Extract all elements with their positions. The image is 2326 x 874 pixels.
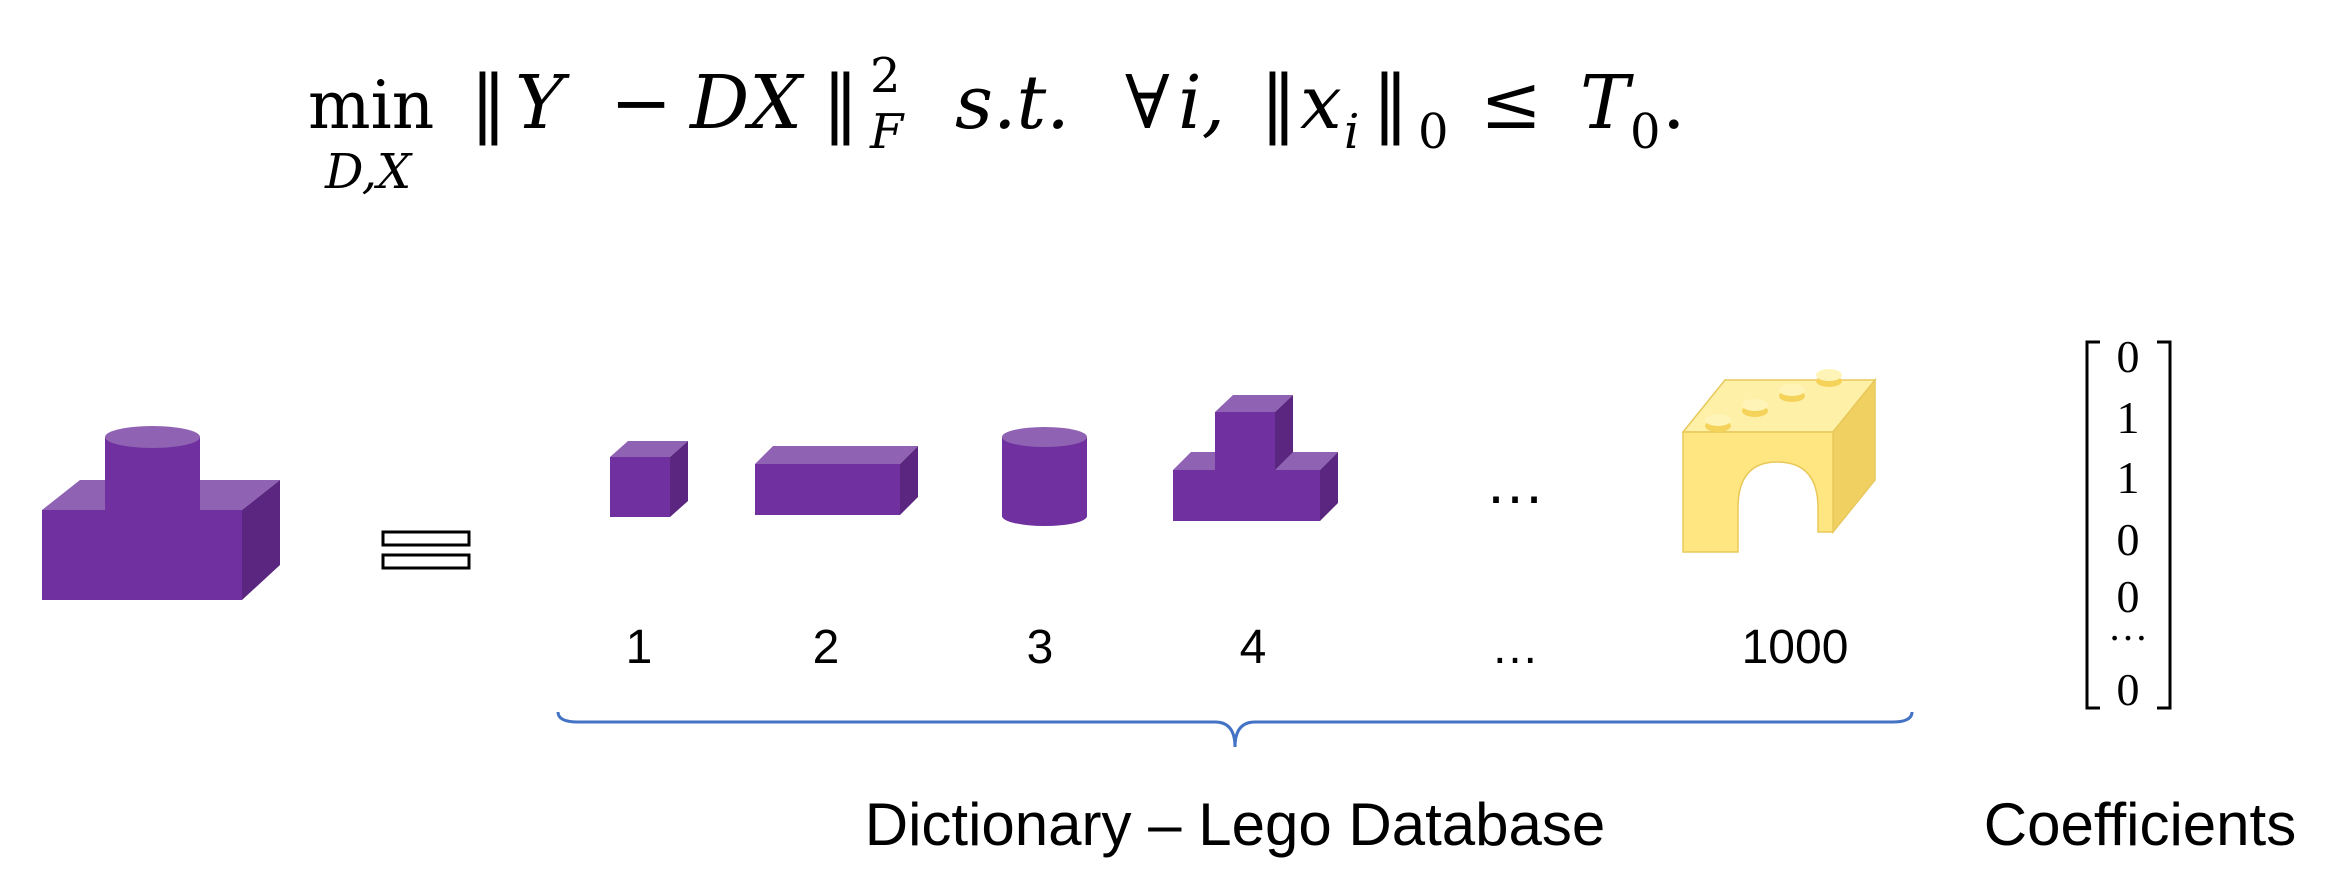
- coefficient-vector: 0 1 1 0 0 … 0: [2085, 331, 2172, 715]
- min-operator: min: [308, 67, 434, 144]
- atom-1-cube: [610, 441, 688, 517]
- min-subscript: D,X: [324, 144, 413, 200]
- atom-3-cylinder: [1002, 427, 1087, 526]
- such-that: s.t.: [955, 60, 1070, 146]
- forall-symbol: ∀: [1125, 60, 1170, 146]
- var-x: x: [1300, 60, 1342, 146]
- dictionary-index-labels: 1 2 3 4 … 1000: [626, 621, 1849, 674]
- var-Y: Y: [515, 60, 570, 146]
- objective-equation: min D,X ‖ Y − DX ‖ 2 F s.t. ∀ i, ‖ x i ‖…: [308, 48, 1686, 200]
- norm2-open: ‖: [1260, 60, 1297, 146]
- atom-index: 1000: [1742, 621, 1849, 674]
- coefficient-value: 0: [2117, 571, 2140, 622]
- var-DX: DX: [688, 60, 805, 146]
- norm2-close: ‖: [1372, 60, 1409, 146]
- target-lego-block: [42, 426, 280, 600]
- coefficient-value: 1: [2117, 392, 2140, 443]
- equals-sign: =: [381, 530, 471, 570]
- atom-index: 2: [813, 621, 840, 674]
- frobenius-subscript: F: [869, 104, 905, 160]
- var-T: T: [1580, 60, 1634, 146]
- right-matrix-bracket: [2157, 340, 2172, 710]
- index-i: i,: [1178, 60, 1225, 146]
- leq-symbol: ≤: [1480, 60, 1542, 146]
- atom-index: …: [1491, 621, 1539, 674]
- atom-2-bar: [755, 446, 918, 515]
- coefficient-value: …: [2108, 604, 2148, 649]
- T-subscript: 0: [1630, 104, 1661, 160]
- frobenius-exponent: 2: [870, 48, 901, 104]
- atom-1000-yellow-arch-brick: [1681, 369, 1877, 553]
- atom-index: 1: [626, 621, 653, 674]
- coefficients-label: Coefficients: [1984, 791, 2296, 858]
- coefficient-value: 0: [2117, 514, 2140, 565]
- atom-ellipsis: …: [1485, 449, 1545, 516]
- norm-close: ‖: [822, 60, 859, 146]
- x-subscript: i: [1344, 104, 1359, 160]
- minus-sign: −: [610, 60, 672, 146]
- coefficient-value: 0: [2117, 331, 2140, 382]
- equation-period: .: [1662, 60, 1686, 146]
- coefficient-value: 0: [2117, 664, 2140, 715]
- coefficient-value: 1: [2117, 452, 2140, 503]
- dictionary-brace: [556, 711, 1914, 748]
- atom-index: 3: [1027, 621, 1054, 674]
- atom-index: 4: [1240, 621, 1267, 674]
- left-matrix-bracket: [2085, 340, 2100, 710]
- atom-4-tee-block: [1173, 395, 1338, 521]
- l0-subscript: 0: [1418, 104, 1449, 160]
- norm-open: ‖: [470, 60, 507, 146]
- dictionary-label: Dictionary – Lego Database: [865, 791, 1605, 858]
